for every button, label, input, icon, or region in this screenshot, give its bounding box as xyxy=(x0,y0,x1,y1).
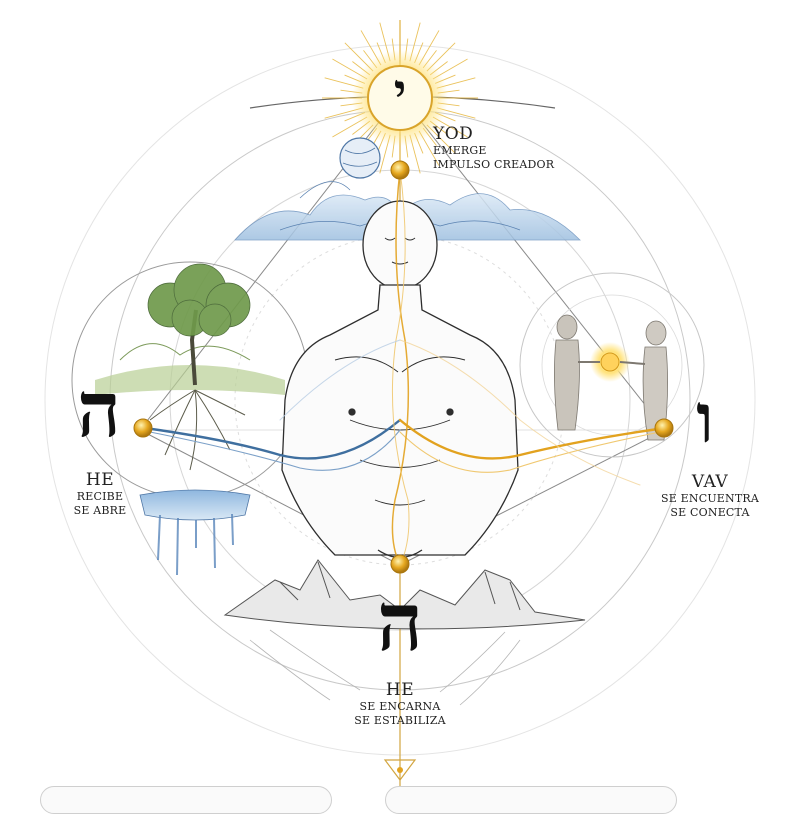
vav-line-1: SE ENCUENTRA xyxy=(660,492,760,506)
couple-sphere xyxy=(519,272,705,458)
yod-letter: י xyxy=(393,64,407,120)
he-bottom-line-2: SE ESTABILIZA xyxy=(354,713,446,727)
he-left-name: HE xyxy=(85,470,115,490)
vav-name: VAV xyxy=(691,472,729,492)
human-figure xyxy=(281,200,519,559)
globe-lines xyxy=(342,147,378,167)
bottom-pill-right[interactable] xyxy=(385,786,677,814)
he-bottom-label: HE SE ENCARNA SE ESTABILIZA xyxy=(340,680,460,727)
he-left-label: HE RECIBE SE ABRE xyxy=(60,470,140,517)
he-left-letter: ה xyxy=(77,365,121,454)
yod-line-2: IMPULSO CREADOR xyxy=(433,157,555,171)
he-bottom-name: HE xyxy=(385,680,415,700)
energy-streams xyxy=(143,169,667,566)
yod-line-1: EMERGE xyxy=(433,144,487,158)
node-left xyxy=(133,418,153,438)
yod-name: YOD xyxy=(433,124,474,144)
mountains xyxy=(223,559,586,630)
he-bottom-letter: ה xyxy=(376,575,423,669)
bottom-triangle xyxy=(383,759,417,781)
mountain-reflection xyxy=(249,629,521,706)
bottom-dot xyxy=(397,767,403,773)
node-right xyxy=(654,418,674,438)
node-bottom xyxy=(390,554,410,574)
vav-letter: ו xyxy=(696,379,714,459)
he-left-line-1: RECIBE xyxy=(76,490,124,504)
vav-line-2: SE CONECTA xyxy=(670,505,750,519)
yod-halo xyxy=(367,65,433,131)
he-bottom-line-1: SE ENCARNA xyxy=(359,700,441,714)
yod-label: YOD EMERGE IMPULSO CREADOR xyxy=(433,124,554,171)
vav-label: VAV SE ENCUENTRA SE CONECTA xyxy=(655,472,765,519)
node-top xyxy=(390,160,410,180)
tree-sphere xyxy=(71,261,309,576)
he-left-line-2: SE ABRE xyxy=(73,503,127,517)
bottom-pill-left[interactable] xyxy=(40,786,332,814)
moon-globe xyxy=(339,137,381,179)
